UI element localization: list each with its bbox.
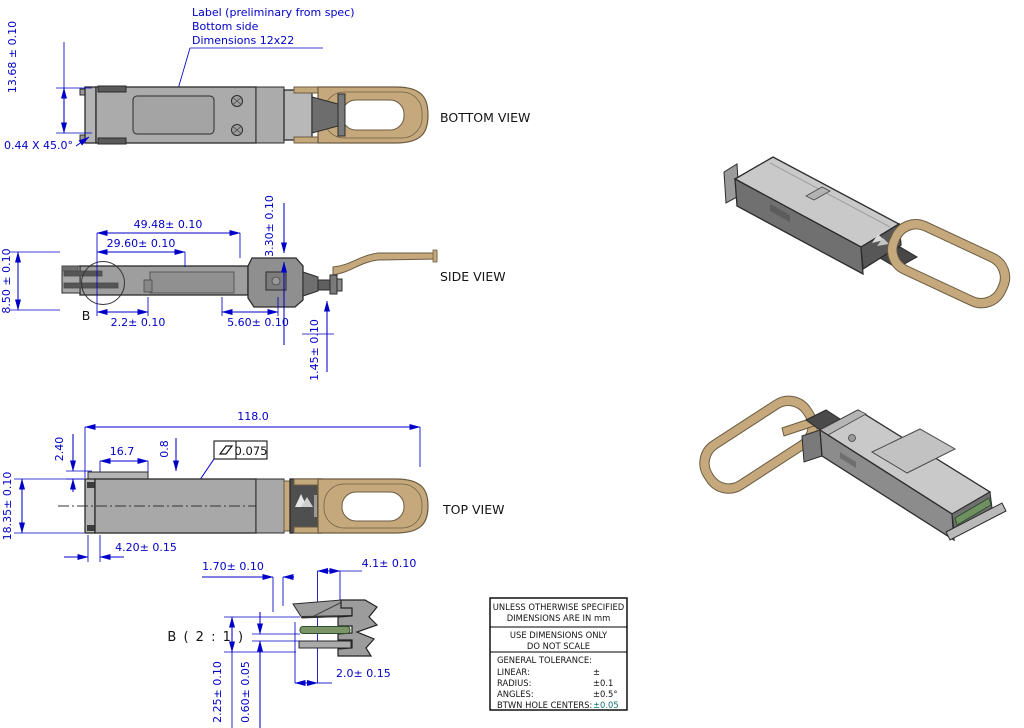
top-view-label: TOP VIEW: [442, 502, 504, 517]
top-view: 118.0 2.40 16.7 0.8 0.075: [1, 410, 504, 562]
cage-finger: [97, 137, 127, 145]
bottom-view: 13.68 ± 0.10 0.44 X 45.0° BOTTOM VIEW: [4, 21, 530, 152]
tolerance-table: UNLESS OTHERWISE SPECIFIED DIMENSIONS AR…: [489, 597, 628, 711]
tab-cutout: [341, 491, 405, 522]
dim-16-7: 16.7: [110, 445, 135, 458]
table-general-title: GENERAL TOLERANCE:: [497, 655, 592, 665]
dim-4-1: 4.1± 0.10: [362, 557, 417, 570]
iso-front-face: [860, 222, 902, 271]
bezel-trim: [283, 480, 291, 532]
flatness-frame: 0.075: [186, 440, 268, 500]
dim-0-8: 0.8: [158, 440, 171, 458]
iso-view-top: [723, 156, 1011, 309]
table-row-value: ±0.5°: [593, 689, 618, 699]
pull-tab-band: [332, 252, 438, 276]
iso-latch: [805, 186, 831, 201]
dim-0-60: 0.60± 0.05: [239, 661, 252, 723]
table-row-value-highlight: ±0.05: [593, 700, 619, 710]
dim-2-0: 2.0± 0.15: [336, 667, 391, 680]
emi-cage-end: [84, 86, 97, 144]
iso-view-bottom: [699, 395, 1007, 542]
table-use-line2: DO NOT SCALE: [527, 641, 590, 651]
tab-end: [432, 249, 438, 263]
detail-b-ref: B: [82, 308, 91, 323]
label-note: Label (preliminary from spec) Bottom sid…: [168, 6, 355, 118]
table-spec-line1: UNLESS OTHERWISE SPECIFIED: [493, 602, 624, 612]
detail-b-circle: [81, 261, 125, 305]
detail-b-label: B ( 2 : 1 ): [167, 630, 244, 645]
brand-logo-icon: [301, 497, 313, 507]
dim-13-68: 13.68 ± 0.10: [6, 21, 19, 93]
dim-2-2: 2.2± 0.10: [111, 316, 166, 329]
flatness-value: 0.075: [235, 444, 268, 458]
note-line-2: Bottom side: [192, 20, 259, 33]
pcb-edge: [299, 626, 351, 634]
plug-side: [302, 271, 319, 297]
side-view: 49.48± 0.10 29.60± 0.10 3.30± 0.10 8.50 …: [0, 195, 506, 381]
iso-pull-tab: [699, 395, 818, 494]
table-use-line1: USE DIMENSIONS ONLY: [510, 630, 608, 640]
iso-pull-tab: [887, 219, 1011, 309]
dim-29-60: 29.60± 0.10: [107, 237, 176, 250]
iso-side-face: [819, 428, 955, 542]
iso-side-vent: [770, 204, 790, 222]
table-row-value: ±0.1: [593, 678, 613, 688]
slider-block: [149, 271, 235, 294]
label-recess: [870, 428, 957, 474]
dim-5-60: 5.60± 0.10: [227, 316, 289, 329]
body-section: [255, 478, 285, 534]
note-line-1: Label (preliminary from spec): [192, 6, 355, 19]
dim-chamfer: 0.44 X 45.0°: [4, 139, 73, 152]
cage-finger: [97, 85, 127, 93]
table-row-label: ANGLES:: [497, 689, 534, 699]
label-recess: [132, 95, 215, 135]
iso-side-vent: [840, 452, 856, 468]
dim-8-50: 8.50 ± 0.10: [0, 248, 13, 313]
dim-4-20: 4.20± 0.15: [115, 541, 177, 554]
iso-bottom-flange: [945, 502, 1007, 541]
table-row-label: BTWN HOLE CENTERS:: [497, 700, 592, 710]
dim-18-35: 18.35± 0.10: [1, 472, 14, 541]
body-section: [255, 86, 285, 144]
table-row-label: LINEAR:: [497, 667, 530, 677]
pcb-edge: [954, 497, 992, 526]
host-spring: [63, 282, 119, 289]
dim-2-25: 2.25± 0.10: [211, 661, 224, 723]
table-row-value: ±: [593, 667, 600, 677]
iso-bezel-side: [801, 429, 823, 463]
tab-cutout: [341, 99, 405, 131]
dim-1-45: 1.45± 0.10: [308, 319, 321, 381]
dim-2-40: 2.40: [53, 437, 66, 462]
collar: [283, 89, 313, 141]
side-view-label: SIDE VIEW: [440, 269, 506, 284]
iso-side-face: [734, 177, 864, 276]
dim-1-70: 1.70± 0.10: [202, 560, 264, 573]
detail-b-view: 1.70± 0.10 4.1± 0.10 2.0± 0.15 2.25± 0.1…: [167, 557, 416, 728]
table-row-label: RADIUS:: [497, 678, 531, 688]
table-spec-line2: DIMENSIONS ARE IN mm: [507, 613, 611, 623]
screw-icon: [848, 434, 856, 442]
plug-flange: [337, 93, 346, 137]
claw-body: [337, 599, 379, 657]
lower-finger: [298, 640, 352, 649]
dim-118: 118.0: [237, 410, 269, 423]
flatness-symbol-icon: [218, 445, 234, 455]
brand-logo-icon: [877, 238, 889, 246]
latch-pin: [271, 276, 281, 286]
note-line-3: Dimensions 12x22: [192, 34, 294, 47]
dim-49-48: 49.48± 0.10: [134, 218, 203, 231]
dim-3-30: 3.30± 0.10: [263, 195, 276, 257]
bottom-view-label: BOTTOM VIEW: [440, 110, 530, 125]
